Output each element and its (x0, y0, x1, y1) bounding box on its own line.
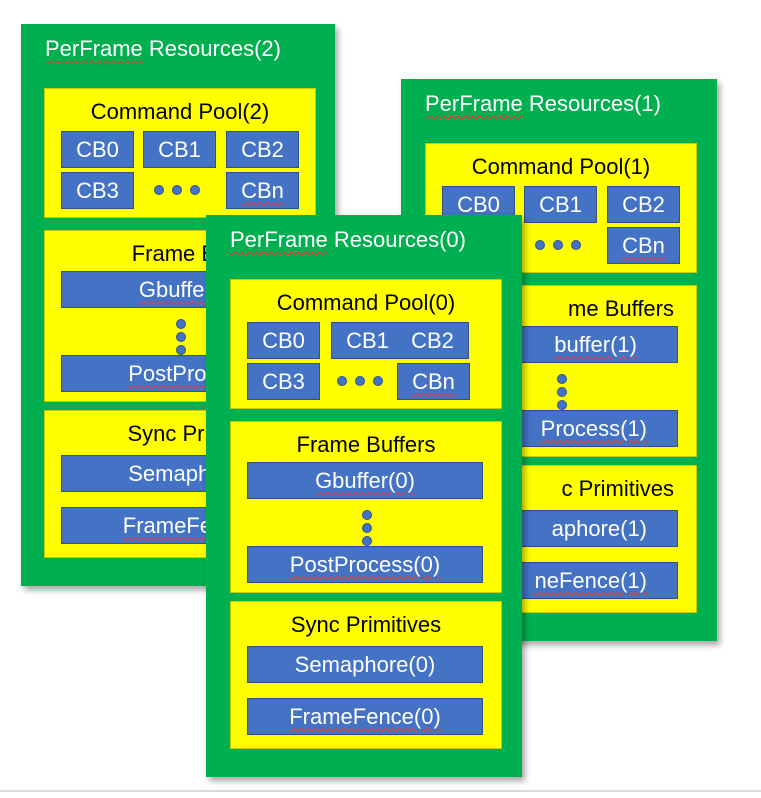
frame-buffers-section: Frame Buffers Gbuffer(0) PostProcess(0) (230, 421, 502, 593)
command-buffer-cbn: CBn (397, 363, 470, 400)
section-title: Command Pool(0) (276, 290, 456, 315)
command-buffer-cbn: CBn (607, 227, 680, 264)
section-title: Command Pool(1) (471, 154, 651, 179)
sync-primitives-section: Sync Primitives Semaphore(0) FrameFence(… (230, 601, 502, 749)
command-buffer-cb1: CB1 (524, 186, 597, 223)
section-title: c Primitives (561, 476, 674, 501)
section-title: Command Pool(2) (90, 99, 270, 124)
command-buffer-cb3: CB3 (247, 363, 320, 400)
command-pool-section: Command Pool(1) CB0 CB1 CB2 CBn (425, 143, 697, 273)
command-pool-section: Command Pool(0) CB0 CB1 CB2 CB3 CBn (230, 279, 502, 409)
slide-bottom-edge (0, 790, 761, 792)
command-buffer-cb0: CB0 (247, 322, 320, 359)
ellipsis-dots-icon (337, 376, 383, 386)
perframe-resources-0-card: PerFrame Resources(0) Command Pool(0) CB… (206, 215, 522, 777)
command-pool-section: Command Pool(2) CB0 CB1 CB2 CB3 CBn (44, 88, 316, 218)
card-title: PerFrame Resources(1) (425, 91, 661, 116)
command-buffer-cb2: CB2 (607, 186, 680, 223)
command-buffer-cb1: CB1 (331, 322, 403, 359)
section-title: Sync Primitives (290, 612, 442, 637)
command-buffer-cb0: CB0 (61, 131, 134, 168)
vertical-ellipsis-icon (557, 374, 567, 410)
command-buffer-cb2: CB2 (226, 131, 299, 168)
command-buffer-cb1: CB1 (143, 131, 216, 168)
card-title: PerFrame Resources(0) (230, 227, 466, 252)
gbuffer-box: Gbuffer(0) (247, 462, 483, 499)
command-buffer-cb2: CB2 (397, 322, 469, 359)
command-buffer-cbn: CBn (226, 172, 299, 209)
vertical-ellipsis-icon (176, 319, 186, 355)
ellipsis-dots-icon (154, 185, 200, 195)
postprocess-box: PostProcess(0) (247, 546, 483, 583)
card-title: PerFrame Resources(2) (45, 36, 281, 61)
vertical-ellipsis-icon (362, 510, 372, 546)
ellipsis-dots-icon (535, 240, 581, 250)
section-title: Frame Buffers (296, 432, 436, 457)
framefence-box: FrameFence(0) (247, 698, 483, 735)
section-title: me Buffers (568, 296, 674, 321)
command-buffer-cb3: CB3 (61, 172, 134, 209)
semaphore-box: Semaphore(0) (247, 646, 483, 683)
